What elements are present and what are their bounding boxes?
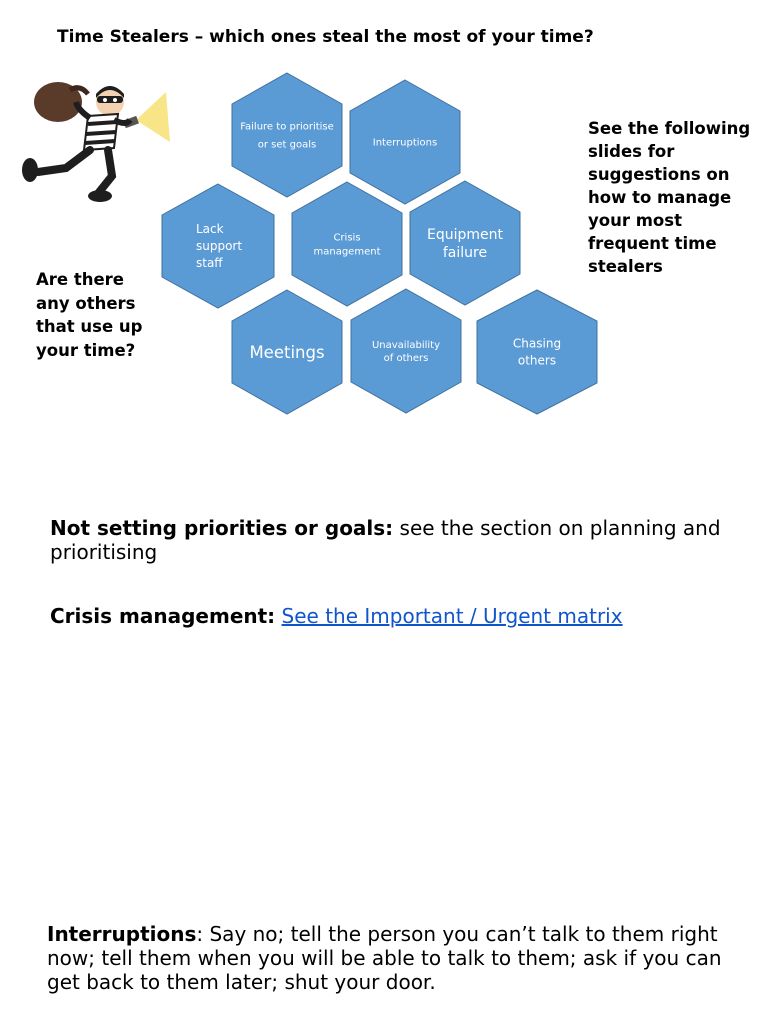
time-stealer-label-line: Equipment [427,227,504,243]
crisis-heading: Crisis management: [50,604,276,628]
burglar-icon [22,82,170,202]
time-stealer-hexagon [291,181,403,307]
time-stealer-label-line: Interruptions [373,138,437,149]
time-stealer-label-line: others [518,354,556,368]
priorities-text: see the section on planning and prioriti… [50,516,721,564]
time-stealer-label-line: management [314,247,381,258]
time-stealers-hexagon-diagram: Failure to prioritise or set goals Interru… [161,72,598,415]
page-title: Time Stealers – which ones steal the mos… [57,27,594,47]
time-stealer-label: Unavailability of others [372,340,440,364]
time-stealer-label: Equipment failure [427,227,504,261]
interruptions-heading: Interruptions [47,922,197,946]
time-stealer-label: Crisis management [314,233,381,258]
time-stealer-label-line: failure [443,245,487,261]
time-stealer-label-line: Unavailability [372,340,440,351]
time-stealer-label-line: Lack [196,222,224,236]
time-stealer-label-line: or set goals [258,140,316,151]
time-stealer-label-line: staff [196,256,223,270]
time-stealer-hexagon [409,180,521,306]
time-stealer-label: Lack support staff [196,222,242,270]
time-stealer-label-line: of others [384,353,429,364]
interruptions-section: Interruptions: Say no; tell the person y… [47,922,737,994]
time-stealer-label-line: Chasing [513,337,561,351]
interruptions-text: : Say no; tell the person you can’t talk… [47,922,722,994]
time-stealer-hexagon [231,72,343,198]
time-stealer-hexagon [231,289,343,415]
time-stealer-label-line: Failure to prioritise [240,122,334,133]
others-question: Are there any others that use up your ti… [36,270,143,360]
priorities-heading: Not setting priorities or goals: [50,516,394,540]
important-urgent-matrix-link[interactable]: See the Important / Urgent matrix [281,604,623,628]
suggestions-note: See the following slides for suggestions… [588,119,751,276]
time-stealer-label: Interruptions [373,138,437,149]
time-stealer-label-line: Crisis [333,233,360,244]
time-stealer-hexagon [350,288,462,414]
time-stealer-label: Meetings [249,343,324,362]
time-stealer-hexagon [161,183,275,309]
time-stealer-label-line: Meetings [249,343,324,362]
time-stealer-label: Failure to prioritise or set goals [240,122,334,151]
priorities-section: Not setting priorities or goals: see the… [50,516,740,564]
time-stealer-hexagon [476,289,598,415]
time-stealer-hexagon [349,79,461,205]
time-stealer-label: Chasing others [513,337,561,368]
time-stealer-label-line: support [196,239,242,253]
crisis-section: Crisis management: See the Important / U… [50,604,740,628]
